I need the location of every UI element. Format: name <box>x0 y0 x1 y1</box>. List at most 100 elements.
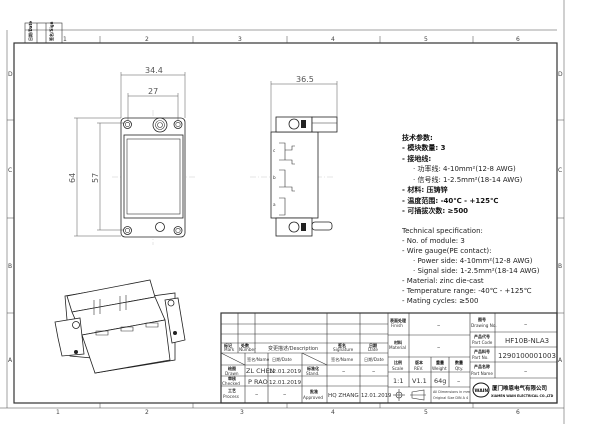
part-no-label: Part No. <box>472 355 489 360</box>
name-header: 签名/Name <box>247 356 270 363</box>
technical-spec-en: Technical specification: - No. of module… <box>401 227 540 305</box>
original-size-note: Original Size DIN A 4 <box>433 396 468 400</box>
part-code-value: HF10B-NLA3 <box>505 337 549 345</box>
column-label: 3 <box>238 36 242 43</box>
rev-label-cn: 版本 <box>414 359 423 365</box>
spec-cn-line: · 信号线: 1-2.5mm²(18-14 AWG) <box>413 175 523 184</box>
row-label: C <box>558 167 562 174</box>
dimension-hole-height: 57 <box>91 173 100 183</box>
part-no-label-cn: 产品料号 <box>474 348 490 354</box>
finish-label-cn: 表面处理 <box>389 317 406 323</box>
corner-date-label: 日期/Date <box>27 21 33 41</box>
column-label: 5 <box>424 409 428 416</box>
column-label: 1 <box>63 36 67 43</box>
dimension-overall-height: 64 <box>68 173 77 183</box>
screw-icon <box>288 221 300 233</box>
qty-label-cn: 数量 <box>454 359 463 365</box>
process-name: – <box>255 390 258 398</box>
company-name-en: XIAMEN WAIN ELECTRICAL CO.,LTD <box>491 394 554 398</box>
checked-label: Checked <box>222 381 240 386</box>
weight-value: 64g <box>434 377 446 385</box>
spec-cn-line: - 模块数量: 3 <box>402 143 446 152</box>
corner-sign-label: 签名/Sign <box>48 21 54 42</box>
standard-label: Stand. <box>306 371 320 376</box>
drawing-no-label-cn: 图号 <box>478 316 486 322</box>
spec-cn-line: · 功率线: 4-10mm²(12-8 AWG) <box>413 164 516 173</box>
mounting-hole-icon <box>173 120 183 129</box>
company-name-cn: 厦门唯恩电气有限公司 <box>492 384 547 392</box>
mark-label: Mark <box>224 347 235 352</box>
date-header: 日期/Date <box>364 357 384 363</box>
screw-icon <box>288 118 300 130</box>
corner-revision-table: 日期/Date 签名/Sign <box>24 21 63 44</box>
description-label: 变更描述/Description <box>268 345 318 352</box>
ground-screw-icon <box>152 117 168 133</box>
drawing-no-value: – <box>524 320 527 328</box>
screw-icon <box>72 321 80 329</box>
spec-en-line: - Wire gauge(PE contact): <box>402 247 492 255</box>
row-label: A <box>558 357 563 364</box>
weight-label: Weight <box>432 366 447 371</box>
row-label: D <box>8 71 13 78</box>
material-label-cn: 材料 <box>393 339 402 345</box>
scale-label-cn: 比例 <box>394 359 402 365</box>
signature-label-cn: 签名 <box>337 342 346 348</box>
process-label: Process <box>223 394 239 399</box>
date-label-cn: 日期 <box>369 342 377 348</box>
standard-date: – <box>372 367 375 375</box>
column-label: 4 <box>331 36 335 43</box>
mounting-hole-icon <box>173 226 183 235</box>
cavity-label-b: b <box>273 175 276 180</box>
title-block: 标记 Mark 处数 Number 变更描述/Description 签名 Si… <box>220 312 558 404</box>
dimension-hole-pitch: 27 <box>148 87 158 96</box>
mounting-hole-icon <box>123 226 132 235</box>
date-header: 日期/Date <box>272 357 292 363</box>
spec-cn-line: - 可插拔次数: ≥500 <box>402 206 468 215</box>
part-name-label: Part Name <box>471 371 493 376</box>
cavity-label-a: a <box>273 202 276 207</box>
spec-cn-line: - 材料: 压铸锌 <box>402 185 448 194</box>
technical-spec-cn: 技术参数: - 模块数量: 3 - 接地线: · 功率线: 4-10mm²(12… <box>402 133 523 215</box>
side-view: c b a 36.5 <box>250 75 338 237</box>
mark-label-cn: 标记 <box>223 342 232 348</box>
company-logo: WAIN <box>472 382 490 398</box>
rev-label: REV. <box>414 366 423 371</box>
column-label: 6 <box>516 409 520 416</box>
approved-label-cn: 批准 <box>310 388 318 394</box>
checked-name: P RAO <box>248 378 268 386</box>
coding-pin-icon <box>155 222 165 232</box>
approved-date: 12.01.2019 <box>361 393 391 399</box>
drawn-name: ZL CHEN <box>246 367 275 375</box>
drawn-date: 12.01.2019 <box>269 369 301 375</box>
row-label: A <box>8 357 13 364</box>
dimensions-note: All Dimensions in mm <box>433 390 471 394</box>
logo-text: WAIN <box>475 388 489 394</box>
spec-cn-line: - 温度范围: -40℃ - +125℃ <box>402 196 498 205</box>
projection-symbol-icon <box>393 389 426 401</box>
row-label: C <box>8 167 12 174</box>
column-label: 4 <box>331 409 335 416</box>
process-date: – <box>283 390 286 398</box>
spec-en-line: - Material: zinc die-cast <box>402 277 484 285</box>
drawing-no-label: Drawing No. <box>471 323 497 328</box>
finish-value: – <box>437 321 440 329</box>
approved-label: Approved <box>303 395 323 400</box>
spec-en-line: - Mating cycles: ≥500 <box>402 297 478 305</box>
part-name-label-cn: 产品名称 <box>474 363 490 369</box>
number-label-cn: 处数 <box>240 342 249 348</box>
drawn-label: Drawn <box>225 371 239 376</box>
weight-label-cn: 重量 <box>436 359 444 365</box>
row-label: B <box>8 263 12 270</box>
standard-name: – <box>342 367 345 375</box>
checked-date: 12.01.2019 <box>269 380 301 386</box>
front-view: 34.4 27 64 57 <box>68 66 195 245</box>
screw-icon <box>167 299 175 307</box>
material-value: – <box>437 343 440 351</box>
spec-cn-title: 技术参数: <box>402 133 433 142</box>
isometric-view <box>54 279 186 374</box>
spec-cn-line: - 接地线: <box>402 154 431 163</box>
qty-label: Qty. <box>455 366 463 371</box>
drawn-label-cn: 绘图 <box>228 365 236 371</box>
process-label-cn: 工艺 <box>228 387 236 393</box>
